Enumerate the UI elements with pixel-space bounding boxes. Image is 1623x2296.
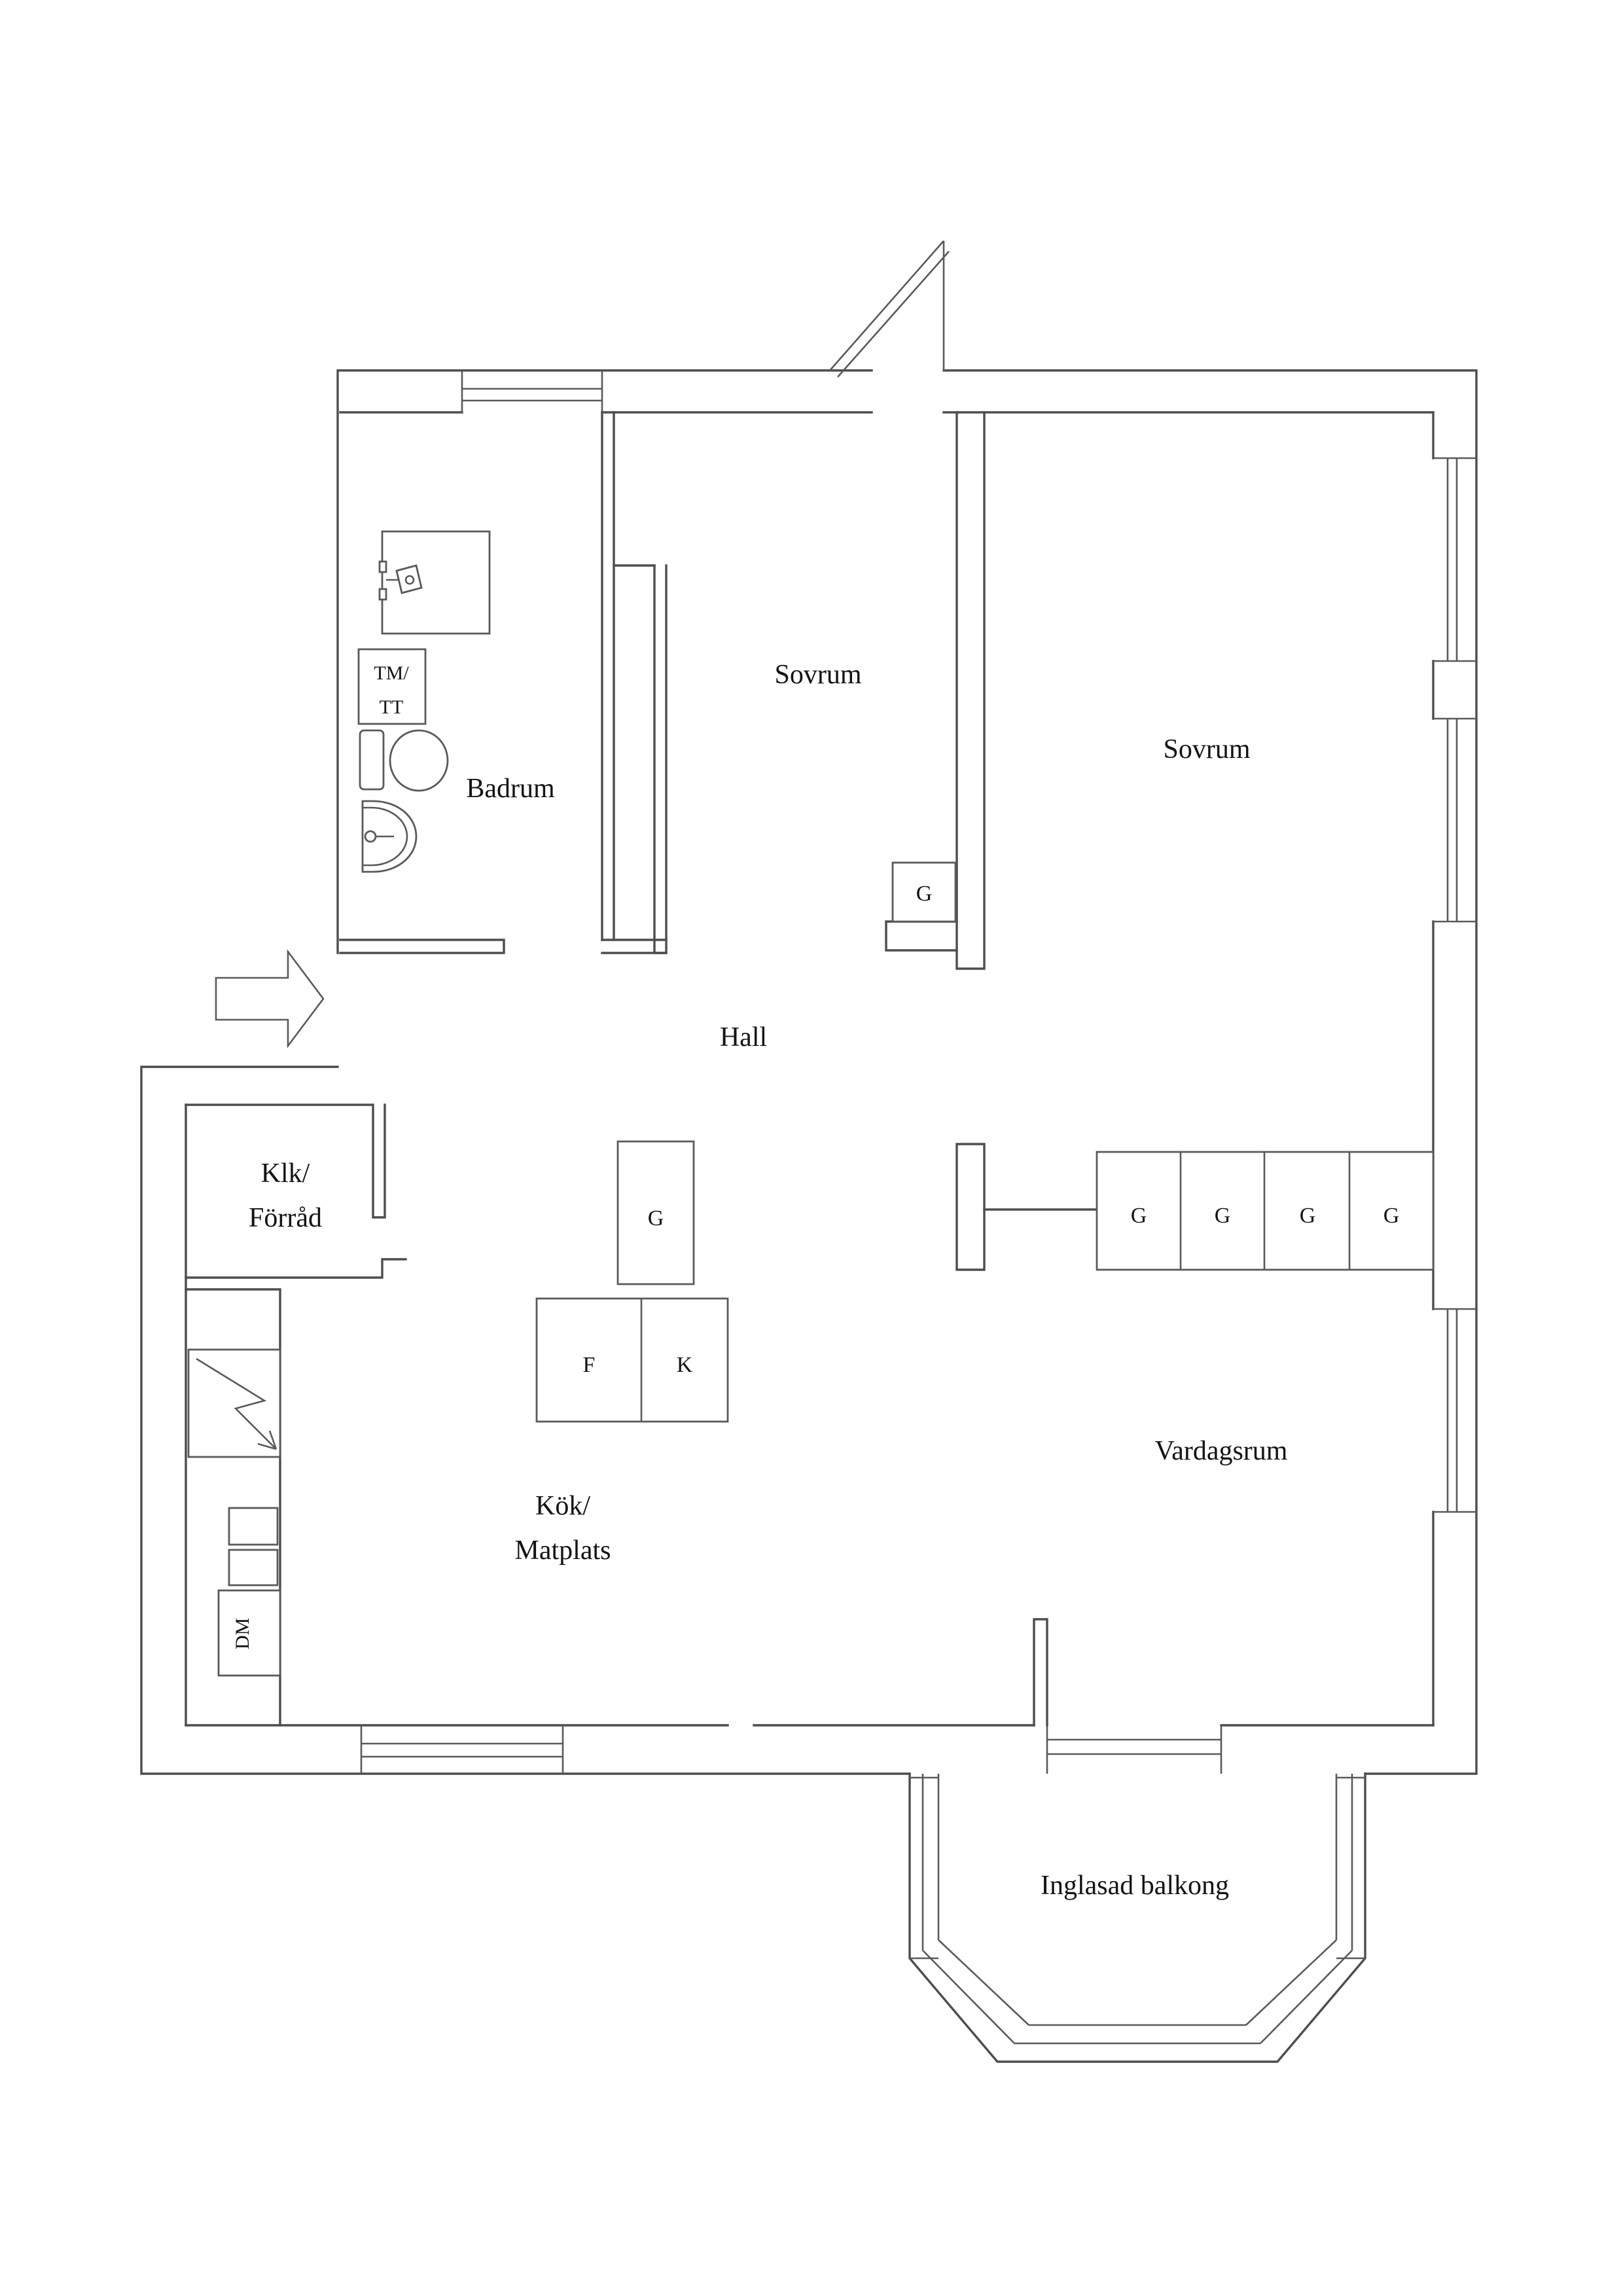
wall-stub-balcony (1033, 1618, 1048, 1727)
sink-icon (361, 800, 418, 873)
kitchen-sink-icon (228, 1507, 279, 1587)
toilet-icon (359, 729, 449, 792)
svg-text:G: G (1215, 1204, 1231, 1228)
room-label-vardagsrum: Vardagsrum (1155, 1436, 1288, 1466)
washer-dryer-box: TM/ TT (357, 648, 427, 725)
wardrobe-row: G G G G (1096, 1151, 1435, 1271)
door-leaf-icon (829, 240, 950, 378)
room-label-sovrum1: Sovrum (774, 660, 861, 690)
stove-icon (187, 1348, 281, 1458)
fridge-label: K (677, 1353, 693, 1377)
window-right-3 (1433, 1308, 1476, 1513)
room-label-kok-1: Kök/ (535, 1491, 590, 1521)
wardrobe-hall: G (616, 1140, 695, 1285)
svg-text:G: G (1131, 1204, 1147, 1228)
wall-bathroom-south-left (339, 939, 505, 954)
bathroom-fixtures: TM/ TT (357, 530, 491, 873)
room-label-hall: Hall (720, 1022, 767, 1052)
balcony-glazing (908, 1772, 1366, 2063)
wall-sovrum1-left (653, 564, 668, 954)
wall-bathroom-right (601, 411, 615, 941)
wall-klk-bottom (185, 1258, 407, 1279)
wardrobe-sovrum1: G (891, 861, 957, 923)
window-right-2 (1433, 717, 1476, 923)
room-labels: Sovrum Sovrum Badrum Hall Klk/ Förråd Kö… (249, 660, 1288, 1901)
entry-arrow-icon (215, 949, 325, 1049)
shower-icon (378, 530, 491, 635)
room-label-badrum: Badrum (466, 774, 555, 804)
window-bathroom (461, 370, 603, 412)
svg-text:G: G (648, 1206, 664, 1230)
room-label-klk-2: Förråd (249, 1203, 322, 1233)
svg-text:G: G (1383, 1204, 1400, 1228)
kitchen-fixtures: DM F K (185, 1288, 729, 1727)
window-right-1 (1433, 457, 1476, 662)
dm-label: DM (232, 1618, 253, 1649)
svg-text:G: G (1300, 1204, 1316, 1228)
wardrobes: G G G G G G (616, 861, 1435, 1285)
room-label-balkong: Inglasad balkong (1041, 1871, 1229, 1901)
wall-between-bedrooms (955, 411, 986, 970)
wall-hall-vardagsrum (955, 1143, 986, 1271)
fridge-freezer-unit: F K (535, 1297, 729, 1423)
outer-walls (140, 369, 1478, 1775)
room-label-klk-1: Klk/ (261, 1158, 310, 1189)
wall-bathroom-south-right (601, 939, 668, 954)
wall-klk-top-right (185, 1103, 386, 1219)
wall-sovrum1-return (885, 920, 958, 952)
inner-walls (185, 411, 1098, 1727)
balcony-door-glazing (1046, 1725, 1222, 1774)
tm-label-line1: TM/ (374, 662, 409, 684)
windows (360, 370, 1476, 1774)
room-label-sovrum2: Sovrum (1163, 734, 1250, 764)
tm-label-line2: TT (380, 696, 404, 718)
svg-text:G: G (916, 882, 933, 906)
room-label-kok-2: Matplats (515, 1535, 611, 1566)
dishwasher-box: DM (217, 1589, 281, 1677)
window-kitchen (360, 1725, 564, 1774)
freezer-label: F (583, 1353, 596, 1377)
top-door (829, 240, 950, 378)
